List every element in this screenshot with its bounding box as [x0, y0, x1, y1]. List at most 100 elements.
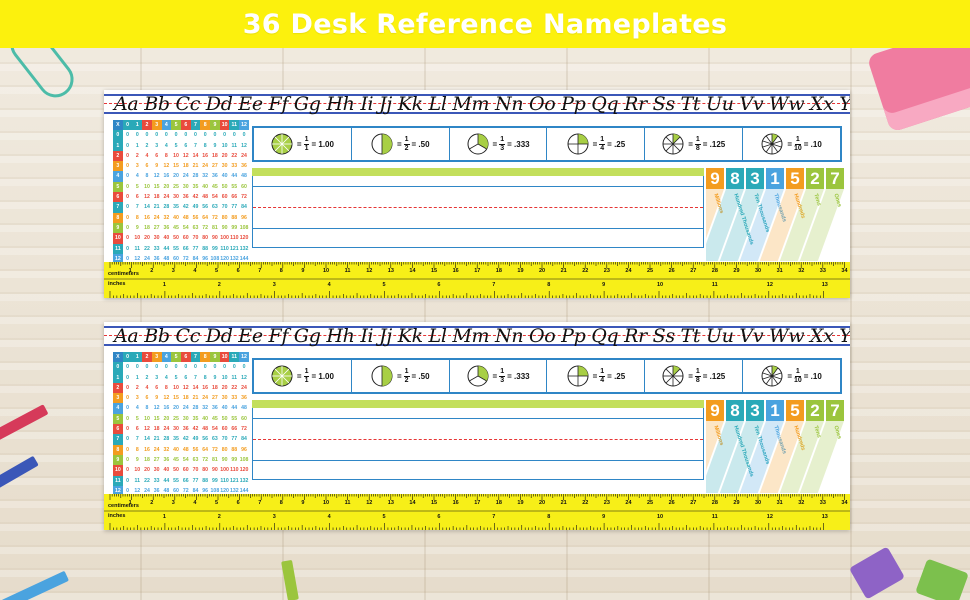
table-cell: 0 [164, 132, 168, 139]
table-cell: 16 [144, 446, 150, 453]
cm-number: 27 [690, 500, 697, 506]
table-cell: 16 [163, 173, 170, 180]
table-cell: 6 [135, 194, 139, 201]
table-cell: 32 [163, 446, 170, 453]
cm-number: 2 [150, 500, 154, 506]
table-cell: 12 [113, 485, 123, 497]
table-cell: 8 [113, 444, 123, 455]
equals-sign: = .50 [411, 139, 430, 149]
cm-number: 17 [474, 500, 481, 506]
fraction-circle-icon [371, 133, 393, 155]
table-cell: 0 [126, 415, 129, 422]
table-cell: 0 [155, 132, 159, 139]
denominator: 3 [500, 144, 505, 152]
table-cell: 33 [231, 163, 238, 170]
cm-number: 12 [366, 500, 373, 506]
table-cell: 4 [135, 173, 139, 180]
table-cell: 110 [220, 245, 229, 252]
table-cell: 40 [221, 173, 228, 180]
cm-number: 14 [409, 268, 416, 274]
table-cell: 32 [202, 405, 209, 412]
table-cell: 72 [182, 487, 189, 494]
table-cell: 6 [135, 426, 139, 433]
table-cell: 7 [135, 436, 139, 443]
table-cell: 3 [155, 142, 159, 149]
table-cell: 40 [173, 446, 179, 453]
table-cell: 14 [192, 152, 199, 159]
table-cell: 1 [113, 140, 123, 151]
table-cell: 0 [126, 132, 129, 139]
table-cell: 27 [153, 456, 160, 463]
table-cell: 54 [211, 194, 218, 201]
table-cell: 110 [230, 467, 239, 474]
table-cell: 18 [153, 426, 160, 433]
cm-number: 26 [668, 268, 675, 274]
table-cell: 5 [113, 181, 123, 193]
table-cell: 35 [173, 436, 179, 443]
guide-line [104, 112, 850, 114]
cm-number: 32 [798, 500, 805, 506]
inch-number: 10 [657, 282, 664, 288]
table-cell: 77 [231, 204, 238, 211]
place-value-digit: 9 [706, 400, 724, 421]
table-cell: 66 [231, 426, 238, 433]
table-cell: 36 [241, 395, 247, 402]
numerator: 1 [499, 367, 506, 377]
table-cell: 18 [144, 224, 150, 231]
table-cell: 4 [145, 384, 149, 391]
table-cell: 2 [135, 384, 139, 391]
table-cell: 50 [173, 467, 179, 474]
table-cell: 10 [134, 467, 141, 474]
table-cell: 33 [153, 245, 160, 252]
table-cell: 9 [213, 142, 217, 149]
table-cell: 60 [173, 255, 179, 262]
table-cell: 42 [192, 426, 199, 433]
cm-number: 25 [647, 268, 654, 274]
table-cell: 18 [211, 152, 218, 159]
table-cell: 30 [221, 163, 228, 170]
equals-sign: = [787, 139, 792, 149]
table-cell: 7 [194, 374, 197, 381]
table-cell: 28 [192, 173, 199, 180]
table-cell: 15 [173, 395, 179, 402]
table-cell: 63 [211, 436, 218, 443]
table-cell: 7 [113, 434, 123, 445]
table-cell: 33 [153, 477, 160, 484]
table-cell: 8 [145, 405, 149, 412]
table-cell: 12 [134, 487, 141, 494]
table-cell: 120 [220, 255, 229, 262]
table-cell: 18 [211, 384, 218, 391]
cm-number: 27 [690, 268, 697, 274]
table-cell: 28 [192, 405, 199, 412]
cm-number: 19 [517, 268, 524, 274]
inch-number: 6 [437, 514, 441, 520]
table-cell: 36 [163, 456, 170, 463]
cm-number: 14 [409, 500, 416, 506]
table-cell: 32 [163, 214, 170, 221]
table-cell: 12 [182, 152, 189, 159]
inch-number: 9 [602, 282, 606, 288]
table-cell: 66 [182, 477, 189, 484]
table-cell: 12 [241, 374, 247, 381]
table-cell: 8 [164, 152, 168, 159]
table-cell: 72 [241, 426, 247, 433]
table-cell: 10 [144, 415, 150, 422]
table-cell: 1 [132, 120, 143, 131]
equals-sign: = [592, 371, 598, 381]
numerator: 1 [599, 135, 606, 145]
numerator: 1 [303, 135, 310, 145]
table-cell: 20 [144, 235, 150, 242]
equals-sign: = [592, 139, 598, 149]
denominator: 8 [695, 376, 700, 384]
table-cell: 0 [126, 194, 129, 201]
name-writing-box [252, 400, 704, 480]
table-cell: 12 [153, 405, 160, 412]
table-cell: 36 [211, 173, 218, 180]
